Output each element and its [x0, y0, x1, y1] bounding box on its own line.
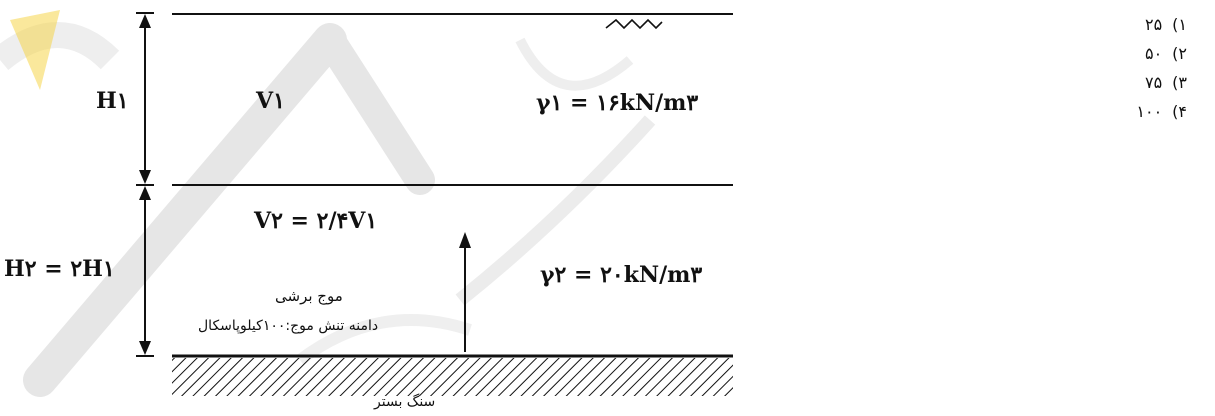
bedrock-hatch [172, 358, 733, 396]
option-number: ۴) [1172, 102, 1187, 121]
v2-label: V۲ = ۲/۴V١ [254, 208, 378, 234]
wave-type-label: موج برشی [275, 287, 343, 305]
v1-label: V١ [256, 88, 285, 114]
h2-label: H۲ = ۲H١ [4, 256, 115, 282]
gamma1-label: γ١ = ١۶kN/m۳ [536, 90, 699, 116]
shear-wave-arrow [459, 232, 471, 352]
h1-dimension [136, 12, 154, 186]
option-number: ۳) [1172, 73, 1187, 92]
option-value: ۲۵ [1144, 15, 1163, 34]
h2-dimension [136, 186, 154, 357]
answer-options: ۲۵ ۱) ۵۰ ۲) ۷۵ ۳) ۱۰۰ ۴) [1067, 10, 1187, 126]
bedrock-label: سنگ بستر [374, 394, 436, 410]
option-number: ۱) [1172, 15, 1187, 34]
wave-amplitude-label: دامنه تنش موج:۱۰۰کیلوپاسکال [198, 318, 379, 334]
gamma2-label: γ۲ = ۲۰kN/m۳ [540, 262, 703, 288]
h1-label: H١ [96, 88, 129, 114]
ground-surface-mark [605, 18, 663, 30]
option-2[interactable]: ۵۰ ۲) [1067, 39, 1187, 68]
option-value: ۵۰ [1144, 44, 1163, 63]
option-value: ۷۵ [1144, 73, 1163, 92]
option-number: ۲) [1172, 44, 1187, 63]
option-3[interactable]: ۷۵ ۳) [1067, 68, 1187, 97]
profile-drawing [136, 12, 733, 396]
option-4[interactable]: ۱۰۰ ۴) [1067, 97, 1187, 126]
option-value: ۱۰۰ [1136, 102, 1163, 121]
option-1[interactable]: ۲۵ ۱) [1067, 10, 1187, 39]
